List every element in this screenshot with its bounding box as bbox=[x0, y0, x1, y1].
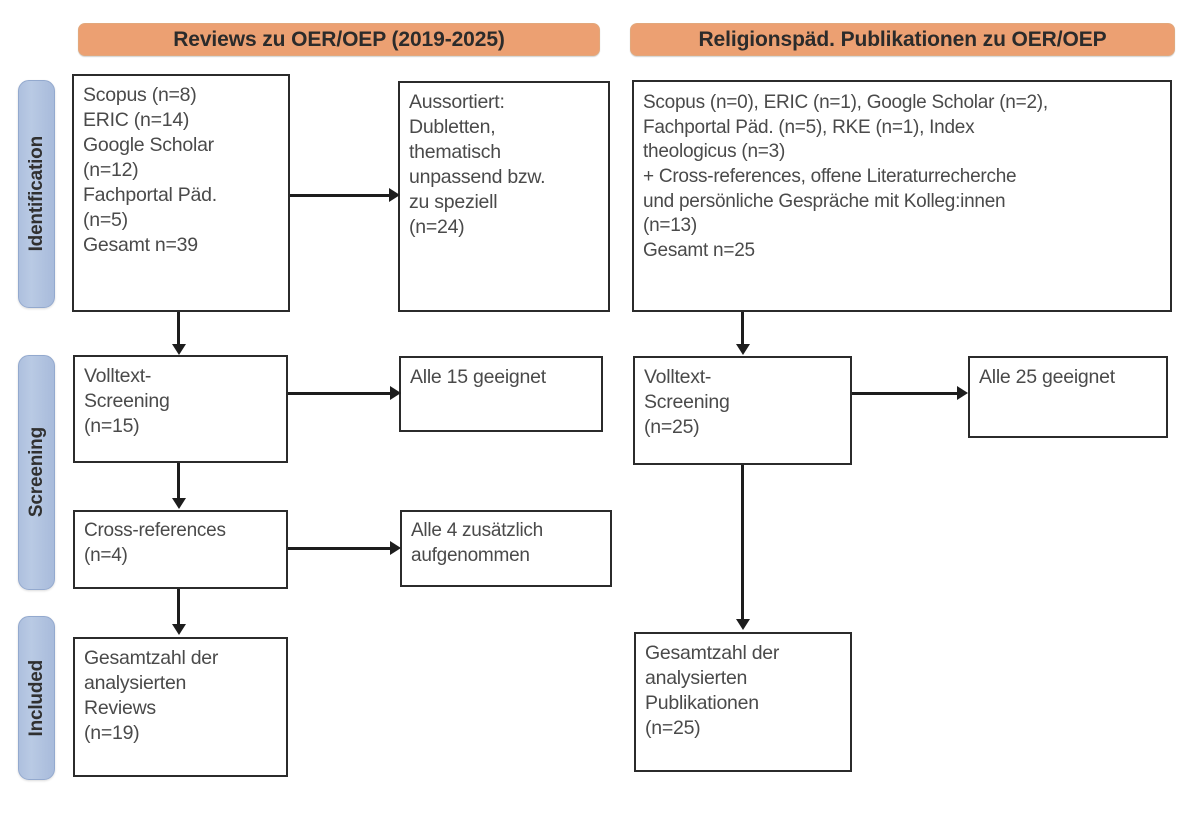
left-included-box: Gesamtzahl der analysierten Reviews (n=1… bbox=[73, 637, 288, 777]
left-crossreferences-result-box: Alle 4 zusätzlich aufgenommen bbox=[400, 510, 612, 587]
left-excluded-box: Aussortiert: Dubletten, thematisch unpas… bbox=[398, 81, 610, 312]
connector-left-crossrefs-to-included bbox=[177, 589, 180, 626]
arrowhead-right-fulltext-to-included bbox=[736, 619, 750, 630]
left-crossreferences-box: Cross-references (n=4) bbox=[73, 510, 288, 589]
arrowhead-left-fulltext-to-result bbox=[390, 386, 401, 400]
left-fulltext-result-box: Alle 15 geeignet bbox=[399, 356, 603, 432]
right-fulltext-screening-box: Volltext- Screening (n=25) bbox=[633, 356, 852, 465]
left-fulltext-screening-box: Volltext- Screening (n=15) bbox=[73, 355, 288, 463]
right-sources-box: Scopus (n=0), ERIC (n=1), Google Scholar… bbox=[632, 80, 1172, 312]
arrowhead-left-crossrefs-to-result bbox=[390, 541, 401, 555]
column-header-religionspaedagogik: Religionspäd. Publikationen zu OER/OEP bbox=[630, 23, 1175, 56]
right-included-box: Gesamtzahl der analysierten Publikatione… bbox=[634, 632, 852, 772]
arrowhead-left-fulltext-to-crossrefs bbox=[172, 498, 186, 509]
arrowhead-right-fulltext-to-result bbox=[957, 386, 968, 400]
stage-badge-identification: Identification bbox=[18, 80, 55, 308]
connector-left-sources-to-fulltext bbox=[177, 312, 180, 345]
stage-badge-screening: Screening bbox=[18, 355, 55, 590]
arrowhead-left-crossrefs-to-included bbox=[172, 624, 186, 635]
stage-label-identification: Identification bbox=[25, 136, 47, 252]
column-header-reviews: Reviews zu OER/OEP (2019-2025) bbox=[78, 23, 600, 56]
connector-left-fulltext-to-result bbox=[288, 392, 392, 395]
connector-right-fulltext-to-included bbox=[741, 465, 744, 621]
left-sources-box: Scopus (n=8) ERIC (n=14) Google Scholar … bbox=[72, 74, 290, 312]
connector-right-sources-to-fulltext bbox=[741, 312, 744, 345]
arrowhead-left-sources-to-excluded bbox=[389, 188, 400, 202]
stage-label-screening: Screening bbox=[25, 427, 47, 518]
stage-label-included: Included bbox=[25, 659, 47, 737]
arrowhead-left-sources-to-fulltext bbox=[172, 344, 186, 355]
connector-left-crossrefs-to-result bbox=[288, 547, 392, 550]
connector-left-fulltext-to-crossrefs bbox=[177, 463, 180, 500]
connector-left-sources-to-excluded bbox=[290, 194, 391, 197]
connector-right-fulltext-to-result bbox=[852, 392, 959, 395]
arrowhead-right-sources-to-fulltext bbox=[736, 344, 750, 355]
stage-badge-included: Included bbox=[18, 616, 55, 780]
right-fulltext-result-box: Alle 25 geeignet bbox=[968, 356, 1168, 438]
